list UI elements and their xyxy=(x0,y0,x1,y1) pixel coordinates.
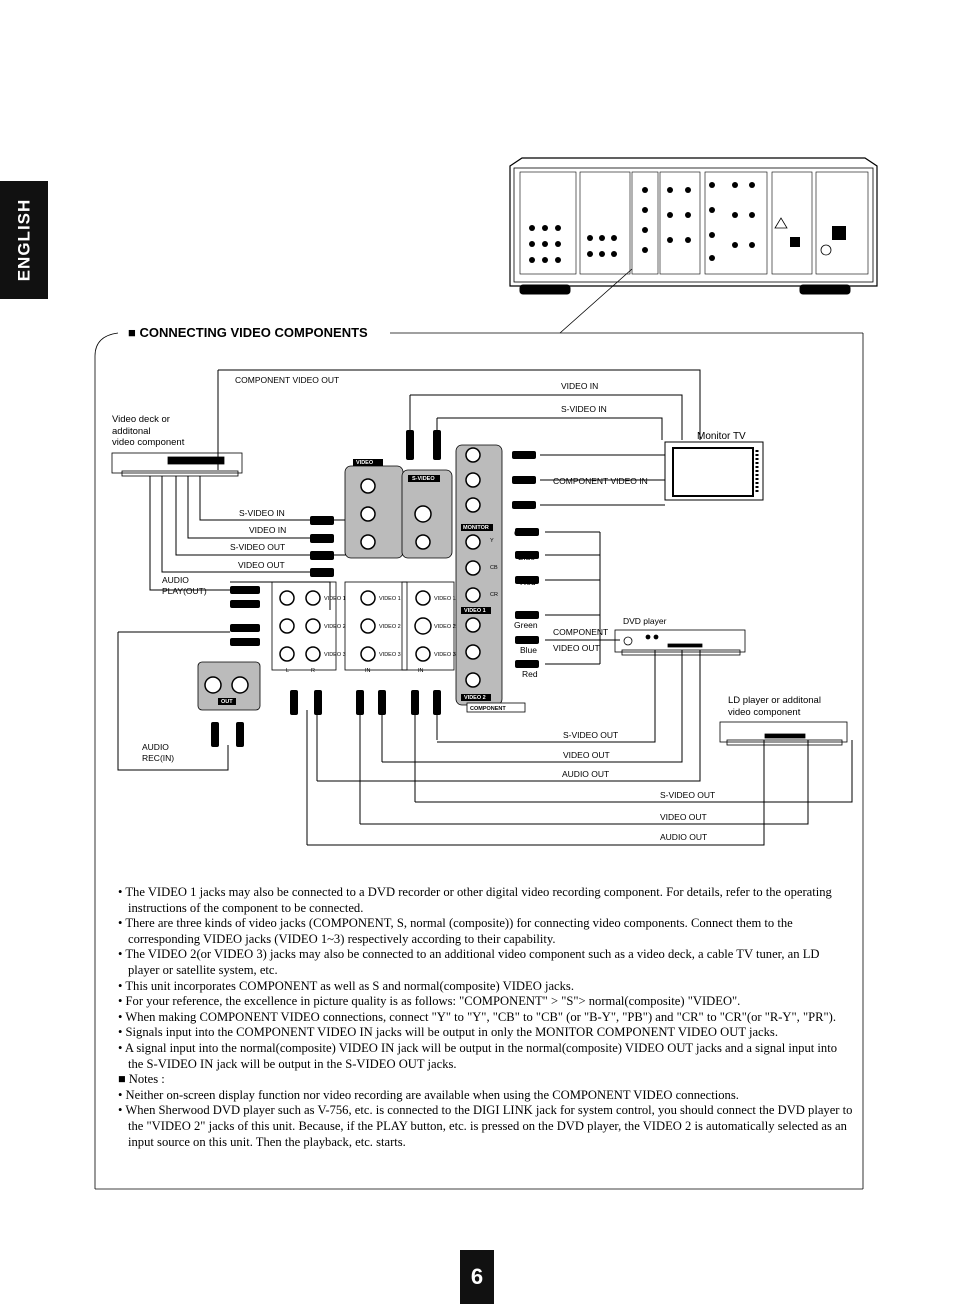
panel-label-video: VIDEO xyxy=(356,460,374,466)
jack-label-in-a: IN xyxy=(365,668,371,674)
jack-label-in-b: IN xyxy=(418,668,424,674)
section-title: ■ CONNECTING VIDEO COMPONENTS xyxy=(128,325,368,340)
green-label-3: Green xyxy=(514,620,538,630)
panel-label-s-video: S-VIDEO xyxy=(412,476,435,482)
red-label-3: Red xyxy=(522,669,538,679)
ld-player-device xyxy=(719,721,848,746)
note-item: • Signals input into the COMPONENT VIDEO… xyxy=(118,1025,778,1040)
note-item: • For your reference, the excellence in … xyxy=(118,994,741,1009)
note-item: • This unit incorporates COMPONENT as we… xyxy=(118,978,574,993)
video-deck-device xyxy=(111,452,243,477)
cable-plugs xyxy=(211,430,539,747)
ld-player-label-line2: video component xyxy=(728,707,801,718)
panel-label-monitor: MONITOR xyxy=(463,525,489,531)
monitor-tv-label: Monitor TV xyxy=(697,431,746,442)
green-label-2: Green xyxy=(514,528,538,538)
video-deck-label-line1: Video deck or xyxy=(112,414,170,425)
audio-play-out-label-line2: PLAY(OUT) xyxy=(162,586,207,596)
jack-label-video1-a: VIDEO 1 xyxy=(324,596,346,602)
jack-label-video3-a: VIDEO 3 xyxy=(324,652,346,658)
jack-label-cb: CB xyxy=(490,565,498,571)
jack-label-y: Y xyxy=(490,538,494,544)
s-video-in-left-label: S-VIDEO IN xyxy=(239,508,285,518)
jack-panels xyxy=(197,444,503,711)
note-item: • The VIDEO 2(or VIDEO 3) jacks may also… xyxy=(118,947,820,977)
audio-play-out-label-line1: AUDIO xyxy=(162,575,189,585)
panel-label-component: COMPONENT xyxy=(470,706,506,712)
note-item: • When making COMPONENT VIDEO connection… xyxy=(118,1009,836,1024)
blue-label-3: Blue xyxy=(520,645,537,655)
video-out-ld2-label: VIDEO OUT xyxy=(660,812,707,822)
jack-label-video2-b: VIDEO 2 xyxy=(379,624,401,630)
video-in-top-label: VIDEO IN xyxy=(561,381,598,391)
jacks xyxy=(204,447,481,694)
jack-label-video2-a: VIDEO 2 xyxy=(324,624,346,630)
red-label-2: Red xyxy=(520,577,536,587)
s-video-in-top-label: S-VIDEO IN xyxy=(561,404,607,414)
monitor-tv-device xyxy=(664,441,764,501)
red-label-1: Red xyxy=(517,500,533,510)
jack-label-video1-b: VIDEO 1 xyxy=(379,596,401,602)
blue-label-2: Blue xyxy=(518,552,535,562)
panel-label-out: OUT xyxy=(221,699,233,705)
receiver-rear-panel xyxy=(509,157,878,295)
component-video-in-label: COMPONENT VIDEO IN xyxy=(553,476,648,486)
jack-label-video3-c: VIDEO 3 xyxy=(434,652,456,658)
notes-heading: ■ Notes : xyxy=(118,1072,165,1087)
audio-out-ld1-label: AUDIO OUT xyxy=(562,769,609,779)
s-video-out-left-label: S-VIDEO OUT xyxy=(230,542,285,552)
connection-cables xyxy=(117,369,853,846)
page-number: 6 xyxy=(460,1250,494,1304)
audio-rec-in-label-line1: AUDIO xyxy=(142,742,169,752)
component-video-out-top-label: COMPONENT VIDEO OUT xyxy=(235,375,339,385)
jack-label-video1-c: VIDEO 1 xyxy=(434,596,456,602)
component-video-out-dvd-line1: COMPONENT xyxy=(553,627,608,637)
video-deck-label-line2: additonal xyxy=(112,426,151,437)
blue-label-1: Blue xyxy=(515,475,532,485)
notes-list: • The VIDEO 1 jacks may also be connecte… xyxy=(118,885,853,1150)
video-out-ld1-label: VIDEO OUT xyxy=(563,750,610,760)
s-video-out-ld2-label: S-VIDEO OUT xyxy=(660,790,715,800)
component-video-out-dvd-line2: VIDEO OUT xyxy=(553,643,600,653)
jack-label-l: L xyxy=(286,668,289,674)
jack-label-video2-c: VIDEO 2 xyxy=(434,624,456,630)
note-item: • When Sherwood DVD player such as V-756… xyxy=(118,1103,853,1149)
green-label-1: Green xyxy=(512,450,536,460)
note-item: • Neither on-screen display function nor… xyxy=(118,1087,739,1102)
s-video-out-ld1-label: S-VIDEO OUT xyxy=(563,730,618,740)
panel-label-video2: VIDEO 2 xyxy=(464,695,486,701)
video-out-left-label: VIDEO OUT xyxy=(238,560,285,570)
dvd-player-label: DVD player xyxy=(623,616,667,626)
note-item: • There are three kinds of video jacks (… xyxy=(118,916,793,946)
jack-label-video3-b: VIDEO 3 xyxy=(379,652,401,658)
language-tab: ENGLISH xyxy=(0,181,48,299)
dvd-player-device xyxy=(614,629,746,656)
note-item: • The VIDEO 1 jacks may also be connecte… xyxy=(118,885,832,915)
video-in-left-label: VIDEO IN xyxy=(249,525,286,535)
ld-player-label-line1: LD player or additonal xyxy=(728,695,821,706)
panel-label-video1: VIDEO 1 xyxy=(464,608,486,614)
video-deck-label-line3: video component xyxy=(112,437,185,448)
note-item: • A signal input into the normal(composi… xyxy=(118,1040,837,1071)
jack-label-cr: CR xyxy=(490,592,498,598)
audio-out-ld2-label: AUDIO OUT xyxy=(660,832,707,842)
diagram-labels: COMPONENT VIDEO OUT VIDEO IN S-VIDEO IN … xyxy=(112,375,821,842)
audio-rec-in-label-line2: REC(IN) xyxy=(142,753,174,763)
jack-label-r: R xyxy=(311,668,315,674)
